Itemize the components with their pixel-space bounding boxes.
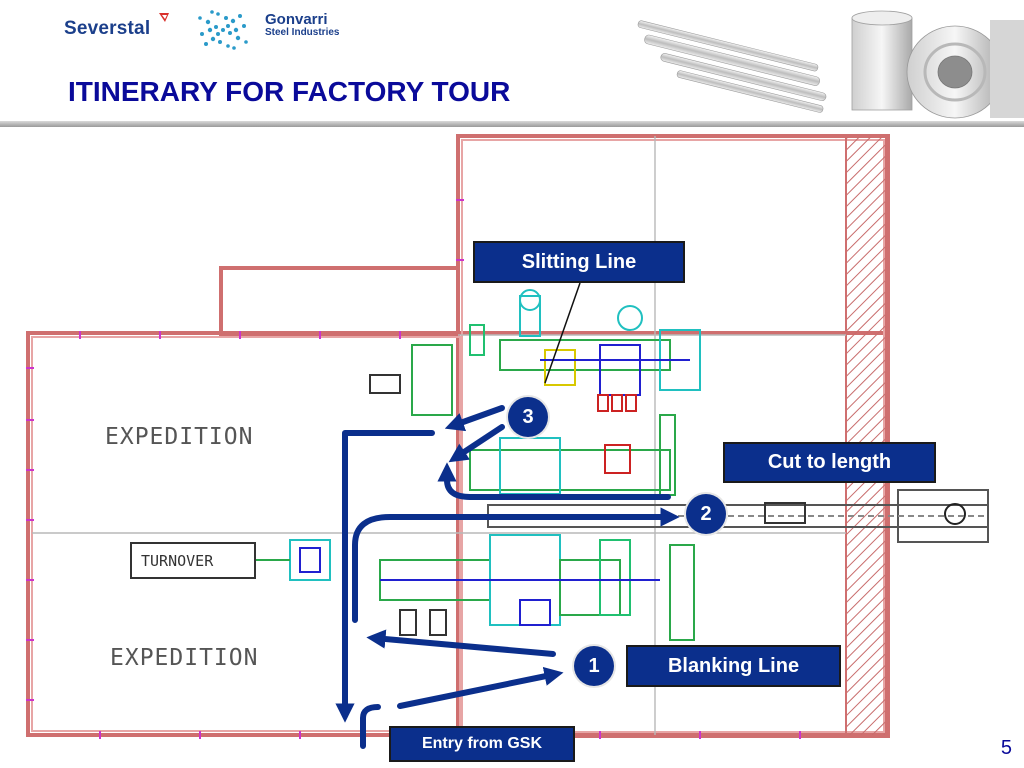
slide-header: Severstal Gonvarri Steel Industries ITIN… (0, 0, 1024, 128)
route-arrow-up-to-2 (352, 507, 680, 623)
stop-badge-1: 1 (574, 646, 614, 686)
slitting-line-machinery (369, 289, 701, 416)
route-arrow-3-to-left (444, 405, 505, 432)
route-arrow-entry-corner (360, 704, 381, 749)
tour-route (335, 405, 680, 749)
slitting-leader-line (544, 282, 581, 384)
stop-badge-3: 3 (508, 397, 548, 437)
gonvarri-logo-mark-icon (198, 10, 248, 50)
wall-ticks (26, 199, 801, 739)
expedition-label-top: EXPEDITION (105, 424, 253, 450)
route-arrow-up-to-1 (397, 666, 564, 709)
structural-grid (32, 136, 846, 735)
turnover-machinery (256, 539, 331, 581)
stop-badge-2: 2 (686, 494, 726, 534)
hatched-wall (845, 135, 887, 737)
steel-products-illustration (637, 10, 1024, 119)
blanking-line-label: Blanking Line (626, 645, 841, 687)
route-arrow-1-to-left (366, 629, 556, 657)
route-arrow-2-to-3 (437, 462, 671, 500)
factory-floor-plan: EXPEDITION EXPEDITION TURNOVER (26, 134, 989, 749)
expedition-label-bottom: EXPEDITION (110, 645, 258, 671)
cut-to-length-label: Cut to length (723, 442, 936, 483)
severstal-logo: Severstal (64, 18, 151, 39)
turnover-box (130, 542, 256, 579)
blanking-line-machinery (379, 534, 695, 641)
entry-from-gsk-label: Entry from GSK (389, 726, 575, 762)
route-arrow-back-to-exit (335, 430, 435, 723)
gonvarri-logo-name: Gonvarri (265, 11, 328, 28)
gonvarri-logo-subtitle: Steel Industries (265, 27, 340, 38)
header-divider (0, 121, 1024, 127)
slitting-line-label: Slitting Line (473, 241, 685, 283)
severstal-logo-mark-icon (159, 13, 169, 22)
page-title: ITINERARY FOR FACTORY TOUR (68, 76, 511, 107)
route-arrow-3-diagonal (448, 424, 505, 463)
gonvarri-logo: Gonvarri Steel Industries (265, 11, 340, 39)
turnover-label: TURNOVER (141, 552, 214, 570)
page-number: 5 (1000, 737, 1012, 759)
